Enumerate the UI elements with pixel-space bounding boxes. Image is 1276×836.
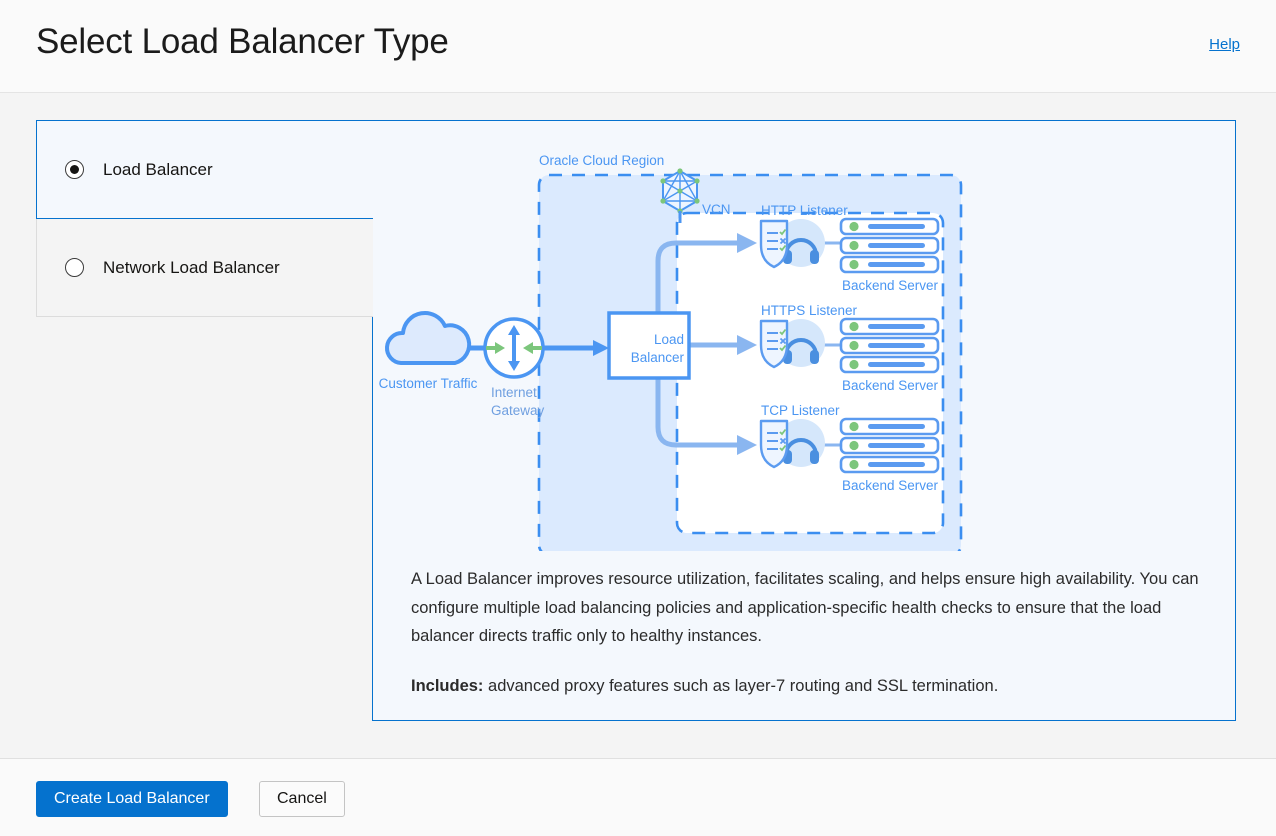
arrowhead-tcp-listener bbox=[737, 435, 757, 455]
description-paragraph: A Load Balancer improves resource utiliz… bbox=[411, 570, 1199, 645]
http-listener-title: HTTP Listener bbox=[761, 203, 848, 218]
internet-gateway-label-line1: Internet bbox=[491, 385, 537, 400]
http-listener-icon bbox=[759, 219, 825, 269]
vcn-label: VCN bbox=[702, 202, 731, 217]
panel-description: A Load Balancer improves resource utiliz… bbox=[411, 565, 1201, 700]
radio-load-balancer[interactable] bbox=[65, 160, 84, 179]
page-header: Select Load Balancer Type Help bbox=[0, 0, 1276, 93]
tcp-listener-icon bbox=[759, 419, 825, 469]
help-link[interactable]: Help bbox=[1209, 36, 1240, 53]
oracle-cloud-region-label: Oracle Cloud Region bbox=[539, 153, 664, 168]
https-listener-title: HTTPS Listener bbox=[761, 303, 858, 318]
cloud-icon bbox=[384, 311, 472, 365]
http-backend-server-label: Backend Server bbox=[842, 278, 939, 293]
tab-load-balancer-label: Load Balancer bbox=[103, 159, 213, 179]
line-lb-to-tcp-listener bbox=[655, 345, 742, 448]
tcp-listener-title: TCP Listener bbox=[761, 403, 840, 418]
internet-gateway-label-line2: Gateway bbox=[491, 403, 545, 418]
page-title: Select Load Balancer Type bbox=[36, 22, 449, 61]
load-balancer-type-tabs: Load Balancer Network Load Balancer bbox=[36, 120, 373, 317]
http-backend-server-icon bbox=[839, 217, 940, 274]
https-listener-icon bbox=[759, 319, 825, 369]
load-balancer-detail-panel: Oracle Cloud Region VCN bbox=[372, 120, 1236, 721]
create-load-balancer-button[interactable]: Create Load Balancer bbox=[36, 781, 228, 817]
internet-gateway-icon bbox=[483, 317, 545, 379]
tab-network-load-balancer-label: Network Load Balancer bbox=[103, 257, 280, 277]
line-lb-to-http-listener bbox=[655, 240, 742, 351]
architecture-diagram: Oracle Cloud Region VCN bbox=[373, 121, 1235, 557]
load-balancer-label-line1: Load bbox=[654, 332, 684, 347]
https-backend-server-label: Backend Server bbox=[842, 378, 939, 393]
includes-paragraph: Includes: advanced proxy features such a… bbox=[411, 672, 1201, 701]
https-backend-server-icon bbox=[839, 317, 940, 374]
page-footer: Create Load Balancer Cancel bbox=[0, 758, 1276, 836]
vcn-icon bbox=[660, 168, 700, 223]
tab-network-load-balancer[interactable]: Network Load Balancer bbox=[36, 218, 373, 317]
radio-network-load-balancer[interactable] bbox=[65, 258, 84, 277]
tcp-backend-server-icon bbox=[839, 417, 940, 474]
architecture-diagram-svg: Oracle Cloud Region VCN bbox=[379, 153, 963, 557]
load-balancer-label-line2: Balancer bbox=[631, 350, 685, 365]
includes-label: Includes: bbox=[411, 676, 484, 695]
customer-traffic-label: Customer Traffic bbox=[379, 376, 478, 391]
tab-load-balancer[interactable]: Load Balancer bbox=[36, 120, 373, 219]
arrowhead-http-listener bbox=[737, 233, 757, 253]
tcp-backend-server-label: Backend Server bbox=[842, 478, 939, 493]
content-area: Load Balancer Network Load Balancer Orac… bbox=[0, 93, 1276, 758]
arrowhead-https-listener bbox=[737, 335, 757, 355]
arrowhead-gateway-to-lb bbox=[593, 340, 609, 356]
load-balancer-box: Load Balancer bbox=[607, 311, 691, 380]
cancel-button[interactable]: Cancel bbox=[259, 781, 345, 817]
includes-text: advanced proxy features such as layer-7 … bbox=[483, 676, 999, 695]
